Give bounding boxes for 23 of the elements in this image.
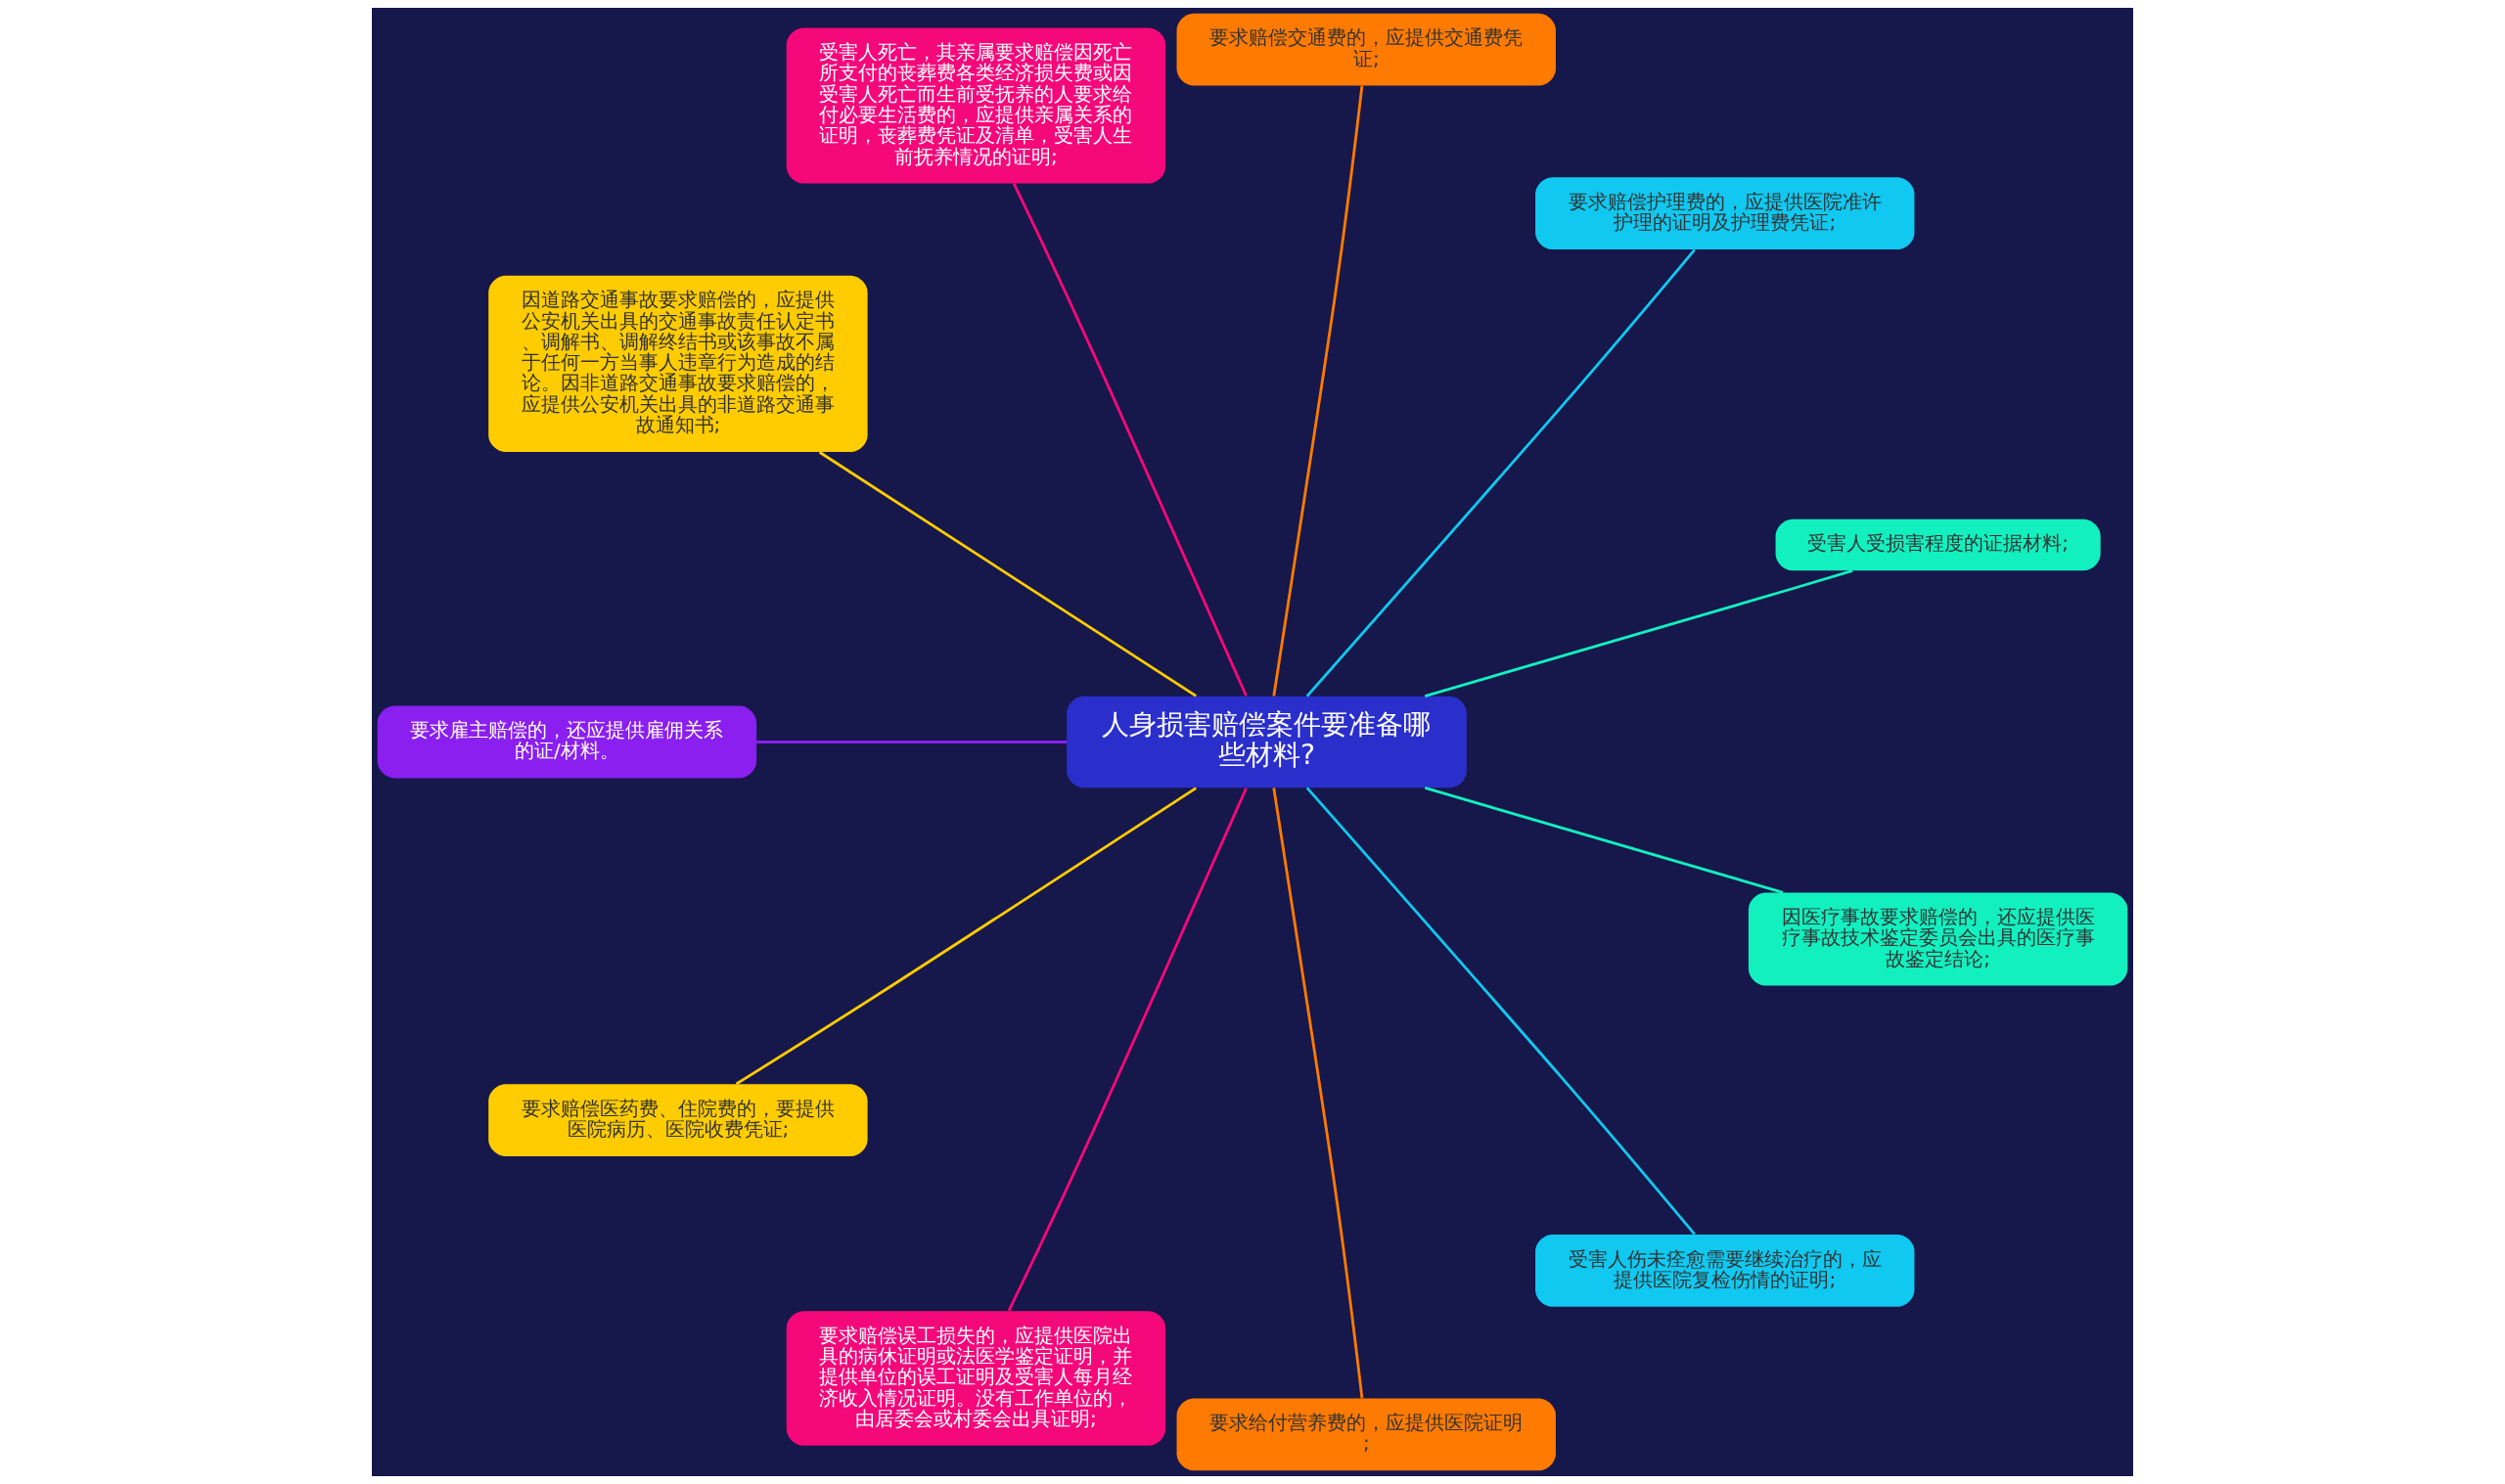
connector	[1272, 787, 1364, 1399]
node-box: 受害人受损害程度的证据材料;	[1775, 518, 2101, 571]
connector	[1424, 569, 1853, 697]
node-box: 要求赔偿医药费、住院费的，要提供医院病历、医院收费凭证;	[488, 1084, 868, 1156]
connector	[1007, 787, 1248, 1312]
node-box: 受害人死亡，其亲属要求赔偿因死亡所支付的丧葬费各类经济损失费或因受害人死亡而生前受抚养的人要求给付必要生活费的，应提供亲属关系的证明，丧葬费凭证及清单，受害人生前抚养情况的证明;	[786, 27, 1166, 184]
node-box: 要求赔偿误工损失的，应提供医院出具的病休证明或法医学鉴定证明，并提供单位的误工证明及受害人每月经济收入情况证明。没有工作单位的，由居委会或村委会出具证明;	[786, 1311, 1166, 1446]
connector	[1424, 787, 1784, 894]
node-box: 要求雇主赔偿的，还应提供雇佣关系的证/材料。	[377, 705, 757, 779]
connector	[1305, 248, 1696, 697]
node-box: 要求给付营养费的，应提供医院证明;	[1176, 1398, 1556, 1471]
node-box: 因道路交通事故要求赔偿的，应提供公安机关出具的交通事故责任认定书、调解书、调解终结书或该事故不属于任何一方当事人违章行为造成的结论。因非道路交通事故要求赔偿的，应提供公安机关出具的非道路交通事故通知书;	[488, 275, 868, 452]
connector	[818, 451, 1198, 697]
connector	[756, 741, 1068, 743]
connector	[1272, 85, 1364, 697]
node-box: 要求赔偿护理费的，应提供医院准许护理的证明及护理费凭证;	[1535, 177, 1915, 249]
node-box: 受害人伤未痊愈需要继续治疗的，应提供医院复检伤情的证明;	[1535, 1235, 1915, 1307]
node-box: 人身损害赔偿案件要准备哪些材料?	[1067, 696, 1467, 788]
node-box: 因医疗事故要求赔偿的，还应提供医疗事故技术鉴定委员会出具的医疗事故鉴定结论;	[1748, 892, 2128, 986]
connector	[735, 787, 1198, 1086]
connector	[1012, 183, 1248, 697]
connector	[1305, 787, 1696, 1236]
node-box: 要求赔偿交通费的，应提供交通费凭证;	[1176, 13, 1556, 86]
